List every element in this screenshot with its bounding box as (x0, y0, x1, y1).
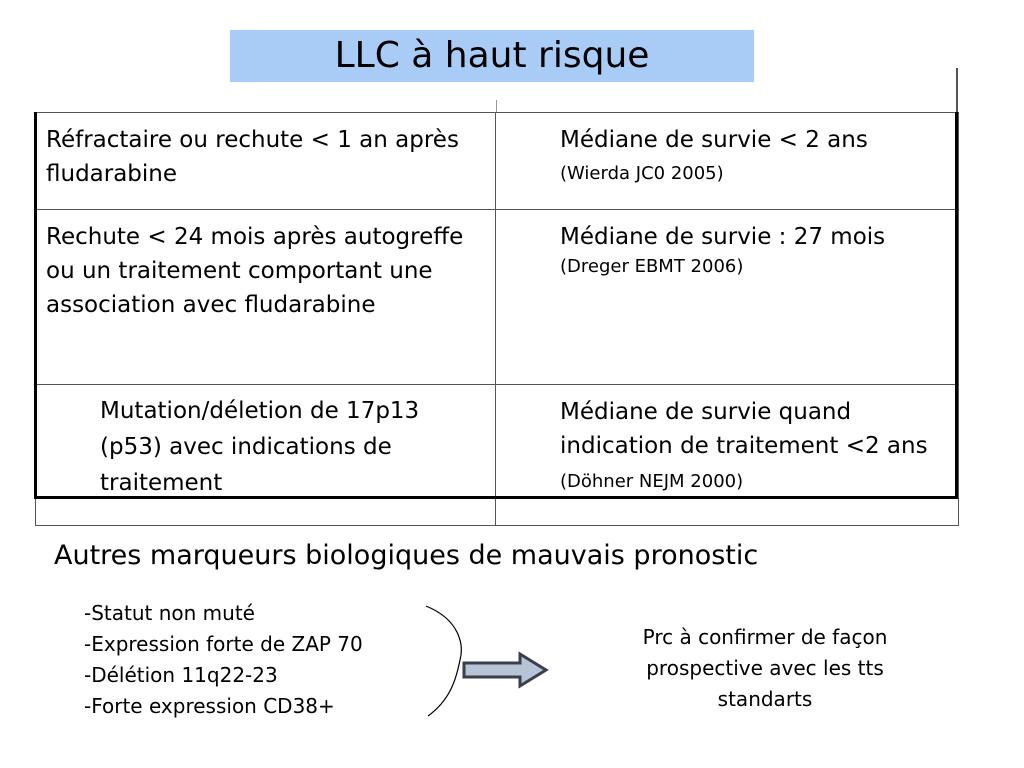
list-item: -Délétion 11q22-23 (84, 663, 278, 687)
table-frame-left (34, 112, 37, 498)
right-curly-bracket-icon (425, 605, 462, 717)
outcome-cell: Médiane de survie quand indication de tr… (495, 384, 959, 526)
criterion-cell: Réfractaire ou rechute < 1 an après flud… (35, 112, 496, 210)
table-row: Réfractaire ou rechute < 1 an après flud… (35, 112, 959, 210)
table-frame-right (955, 112, 958, 498)
title-box: LLC à haut risque (230, 30, 754, 82)
section-subtitle: Autres marqueurs biologiques de mauvais … (54, 540, 759, 571)
criterion-cell: Mutation/déletion de 17p13 (p53) avec in… (35, 384, 496, 526)
table-row: Mutation/déletion de 17p13 (p53) avec in… (35, 384, 959, 526)
list-item: -Statut non muté (84, 601, 255, 625)
page-title: LLC à haut risque (334, 35, 650, 76)
marker-list: -Statut non muté -Expression forte de ZA… (84, 598, 363, 722)
reference-text: (Dreger EBMT 2006) (560, 256, 744, 277)
right-arrow-icon (462, 651, 549, 689)
criterion-cell: Rechute < 24 mois après autogreffe ou un… (35, 209, 496, 385)
table-top-right-stub (956, 68, 958, 112)
risk-table: Réfractaire ou rechute < 1 an après flud… (35, 112, 959, 526)
table-frame-bottom (34, 496, 958, 499)
reference-text: (Wierda JC0 2005) (560, 163, 724, 184)
list-item: -Expression forte de ZAP 70 (84, 632, 363, 656)
outcome-cell: Médiane de survie < 2 ans (Wierda JC0 20… (495, 112, 959, 210)
outcome-text: Médiane de survie quand indication de tr… (560, 399, 928, 459)
list-item: -Forte expression CD38+ (84, 694, 335, 718)
table-row: Rechute < 24 mois après autogreffe ou un… (35, 209, 959, 385)
outcome-text: Médiane de survie < 2 ans (560, 127, 868, 153)
criterion-text: Mutation/déletion de 17p13 (p53) avec in… (100, 398, 420, 496)
criterion-text: Réfractaire ou rechute < 1 an après flud… (46, 127, 459, 187)
outcome-text: Médiane de survie : 27 mois (560, 224, 886, 250)
outcome-cell: Médiane de survie : 27 mois (Dreger EBMT… (495, 209, 959, 385)
criterion-text: Rechute < 24 mois après autogreffe ou un… (46, 224, 464, 318)
reference-text: (Döhner NEJM 2000) (560, 471, 744, 492)
confirmation-note: Prc à confirmer de façon prospective ave… (642, 625, 888, 711)
table-top-mid-stub (496, 100, 497, 112)
